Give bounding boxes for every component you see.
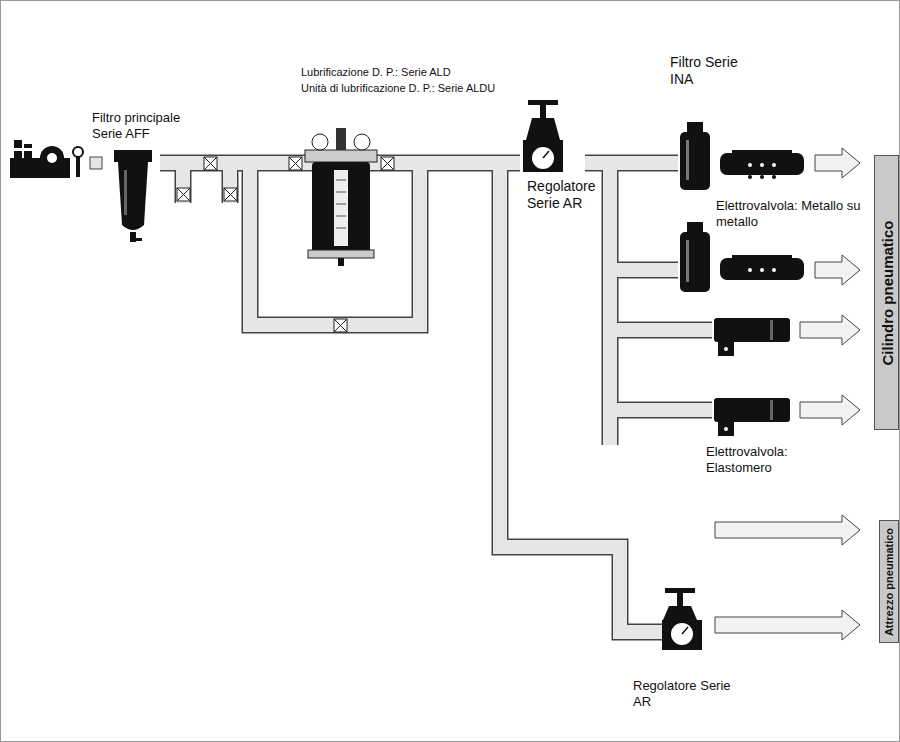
part-label: Regolatore Serie AR <box>633 678 733 709</box>
target-band: Attrezzo pneumatico <box>879 520 899 643</box>
solenoid-valve-elastomer <box>714 318 790 436</box>
band-title: Cilindro pneumatico <box>878 220 895 365</box>
part-label: Regolatore Serie AR <box>527 178 617 212</box>
lubricator <box>305 128 377 266</box>
main-filter <box>114 150 152 242</box>
target-band: Cilindro pneumatico <box>874 155 899 430</box>
regulator <box>662 588 702 650</box>
part-label: Elettrovalvola: Metallo su metallo <box>716 198 866 229</box>
inlet-fitting <box>90 157 102 169</box>
pipe-outline <box>160 163 712 632</box>
pipe-fill <box>160 163 712 632</box>
shutoff-valve <box>177 157 394 332</box>
part-label: Unità di lubrificazione D. P.: Serie ALD… <box>301 82 561 95</box>
part-label: Elettrovalvola: Elastomero <box>706 444 826 475</box>
band-title: Attrezzo pneumatico <box>883 527 895 635</box>
regulator <box>523 100 563 172</box>
part-label: Lubrificazione D. P.: Serie ALD <box>301 66 561 79</box>
line-filter <box>680 122 710 292</box>
compressor <box>10 140 83 178</box>
part-label: Filtro principale Serie AFF <box>92 110 212 141</box>
part-label: Filtro Serie INA <box>670 54 760 88</box>
